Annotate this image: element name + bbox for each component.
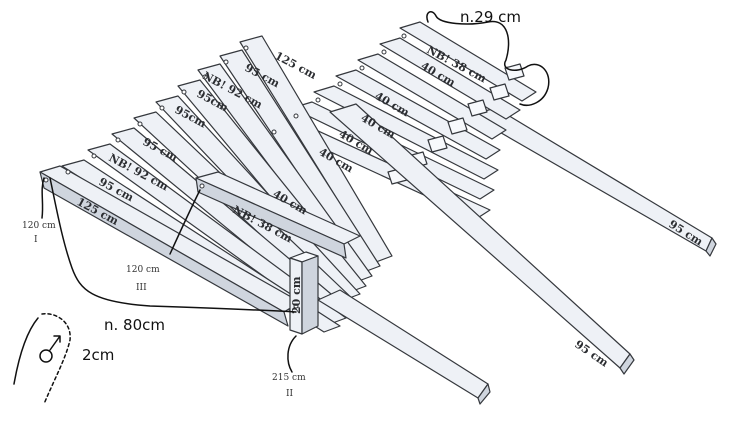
middle-long-leg [329, 103, 635, 375]
label-120cm-left: 120 cm [22, 221, 56, 231]
bolt-set [43, 33, 407, 309]
note-80cm: n. 80cm [104, 316, 165, 334]
note-2cm: 2cm [82, 346, 114, 364]
label-120cm-left-mark: I [34, 235, 38, 245]
label-120cm-mid-mark: III [136, 283, 147, 293]
note-29cm: n.29 cm [460, 8, 521, 26]
hand-annotations [13, 11, 550, 405]
rear-long-leg [469, 107, 717, 257]
label-120cm-mid: 120 cm [126, 265, 160, 275]
label-215cm-mark: II [286, 389, 294, 399]
vertical-post [289, 251, 319, 335]
label-215cm: 215 cm [272, 373, 306, 383]
label-post-20cm: 20 cm [290, 276, 303, 314]
lower-nb38-piece [195, 171, 361, 259]
front-long-leg [317, 289, 491, 405]
